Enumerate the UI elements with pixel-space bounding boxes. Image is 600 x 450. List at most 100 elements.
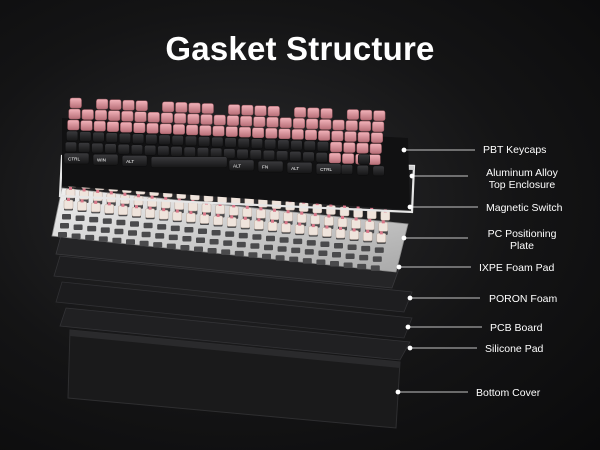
switch-housing xyxy=(242,207,253,218)
keycap-pink xyxy=(357,131,370,143)
keycap-dark xyxy=(132,133,145,144)
switch-stem xyxy=(82,188,86,192)
plate-cutout xyxy=(250,243,260,249)
switch-housing xyxy=(376,233,387,243)
keycap-pink xyxy=(368,154,381,165)
keycap-pink xyxy=(134,111,147,122)
keycap-dark xyxy=(170,146,183,157)
label-ixpe-foam-pad: IXPE Foam Pad xyxy=(479,262,555,274)
switch-stem xyxy=(259,207,263,211)
switch-housing xyxy=(131,207,142,217)
keycap-dark xyxy=(223,148,236,159)
keycap-dark xyxy=(237,137,250,149)
switch-stem xyxy=(177,198,181,202)
switch-stem xyxy=(107,202,111,206)
keycap-dark xyxy=(64,141,77,153)
switch-stem xyxy=(218,202,222,206)
keycap-legend: ALT xyxy=(291,166,299,171)
keycap-pink xyxy=(159,123,172,135)
switch-stem xyxy=(341,216,344,219)
keycap-pink xyxy=(318,130,331,141)
switch-stem xyxy=(311,224,315,228)
switch-stem xyxy=(354,217,358,221)
switch-housing xyxy=(380,211,391,221)
keycap-pink xyxy=(306,118,319,130)
keycap-legend: FN xyxy=(262,165,268,170)
keycap-pink xyxy=(373,110,386,121)
plate-cutout xyxy=(198,228,207,234)
label-aluminum-line1: Aluminum Alloy xyxy=(486,167,558,179)
plate-cutout xyxy=(370,265,380,271)
switch-housing xyxy=(351,219,361,229)
label-magnetic-switch: Magnetic Switch xyxy=(486,202,563,214)
plate-cutout xyxy=(139,240,149,247)
plate-cutout xyxy=(264,244,273,251)
switch-stem xyxy=(232,204,236,208)
plate-cutout xyxy=(128,230,137,236)
plate-cutout xyxy=(155,233,165,239)
switch-housing xyxy=(362,231,373,242)
plate-cutout xyxy=(58,232,67,238)
switch-housing xyxy=(283,211,293,222)
plate-cutout xyxy=(114,228,124,235)
keycap-dark xyxy=(130,144,143,155)
plate-cutout xyxy=(306,240,316,246)
bottom-cover-layer xyxy=(67,329,401,429)
plate-cutout xyxy=(372,256,382,262)
keycap-dark xyxy=(145,134,158,145)
switch-stem xyxy=(271,219,274,223)
keycap-legend: CTRL xyxy=(320,167,332,172)
switch-stem xyxy=(343,205,346,208)
keycap-dark xyxy=(158,134,171,146)
keycap-dark xyxy=(211,136,224,148)
switch-housing xyxy=(145,208,155,218)
plate-cutout xyxy=(234,250,244,257)
keycap-pink xyxy=(147,112,160,123)
leader-dot xyxy=(396,264,402,270)
keycap-pink xyxy=(252,127,265,138)
switch-housing xyxy=(188,201,198,212)
switch-housing xyxy=(308,225,319,236)
plate-cutout xyxy=(170,225,180,232)
plate-cutout xyxy=(184,227,194,233)
switch-housing xyxy=(364,220,375,231)
switch-housing xyxy=(77,201,87,211)
switch-stem xyxy=(381,220,385,224)
plate-cutout xyxy=(330,261,339,267)
keycap-dark xyxy=(171,135,184,146)
switch-housing xyxy=(337,217,348,228)
keycap-pink xyxy=(343,142,356,153)
keycap-pink xyxy=(93,120,106,132)
keycap-pink xyxy=(278,128,291,140)
keycap-pink xyxy=(369,143,382,154)
keycap-dark xyxy=(92,131,105,143)
switch-stem xyxy=(286,210,290,214)
label-aluminum-line2: Top Enclosure xyxy=(488,179,556,191)
label-poron-foam: PORON Foam xyxy=(489,293,558,305)
switch-housing xyxy=(254,220,264,230)
keycap-pink xyxy=(108,110,121,121)
keycap-dark xyxy=(105,132,118,143)
arrow-keycap xyxy=(340,164,353,175)
plate-cutout xyxy=(75,215,85,221)
keycap-pink xyxy=(240,115,253,127)
keycap-pink xyxy=(345,120,358,131)
keycap-pink xyxy=(358,120,371,132)
plate-cutout xyxy=(130,221,139,227)
plate-cutout xyxy=(89,216,99,223)
plate-cutout xyxy=(248,252,258,258)
keycap-pink xyxy=(212,125,225,137)
leader-dot xyxy=(401,235,407,241)
keycap-pink xyxy=(199,125,212,136)
switch-housing xyxy=(215,204,225,215)
keycap-pink xyxy=(238,126,251,138)
keycap-pink xyxy=(213,114,226,126)
switch-housing xyxy=(104,204,115,214)
plate-cutout xyxy=(157,224,167,230)
keycap-dark xyxy=(277,139,290,151)
label-plate-line1: PC Positioning xyxy=(487,228,557,240)
keycap-pink xyxy=(254,105,267,116)
label-pcb-board: PCB Board xyxy=(490,322,543,334)
